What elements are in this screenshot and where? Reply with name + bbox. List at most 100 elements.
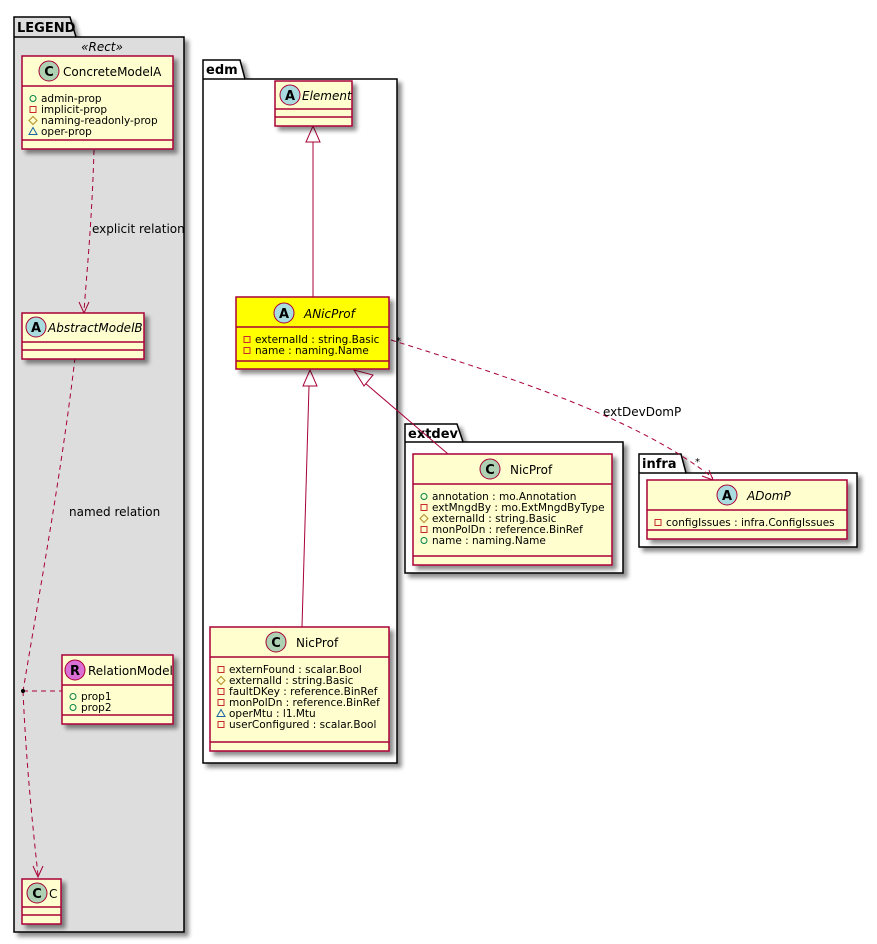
attribute-text: externalId : string.Basic: [432, 513, 557, 525]
visibility-private-icon: [420, 504, 428, 511]
class-extdev-nicprof[interactable]: C NicProf annotation : mo.AnnotationextM…: [412, 453, 613, 566]
attribute-text: operMtu : l1.Mtu: [229, 708, 316, 720]
visibility-public-icon: [420, 537, 428, 544]
attribute-text: admin-prop: [41, 93, 102, 105]
class-name: ConcreteModelA: [63, 65, 162, 79]
edge-extdevdomp-target-multiplicity: *: [695, 457, 700, 468]
attribute-row: implicit-prop: [29, 104, 107, 116]
attribute-text: implicit-prop: [41, 104, 107, 116]
class-type-letter: C: [485, 463, 495, 478]
edge-generalization-extdev-nicprof: [352, 369, 449, 455]
edge-named-relation: named relation: [22, 339, 160, 879]
edge-extdevdomp: extDevDomP * *: [390, 336, 714, 481]
class-type-letter: C: [32, 887, 42, 902]
visibility-private-icon: [243, 347, 251, 354]
class-element[interactable]: A Element: [274, 80, 353, 127]
attribute-text: extMngdBy : mo.ExtMngdByType: [432, 502, 605, 514]
class-type-letter: A: [31, 321, 41, 336]
visibility-public-icon: [69, 693, 77, 700]
class-type-letter: A: [285, 89, 295, 104]
attribute-text: oper-prop: [41, 126, 92, 138]
edge-extdevdomp-label: extDevDomP: [603, 405, 681, 419]
class-concretemodela[interactable]: C ConcreteModelA admin-propimplicit-prop…: [21, 55, 174, 150]
class-name: NicProf: [296, 636, 339, 650]
abstract-type-icon: [279, 84, 301, 106]
class-name: Element: [302, 89, 353, 103]
class-type-icon: [265, 631, 287, 653]
visibility-private-icon: [29, 106, 37, 113]
class-abstractmodelb[interactable]: A AbstractModelB: [21, 312, 145, 360]
attribute-row: externalId : string.Basic: [243, 334, 380, 346]
attribute-row: admin-prop: [29, 93, 102, 105]
class-type-letter: C: [44, 65, 54, 80]
attribute-text: prop1: [81, 691, 112, 703]
abstract-type-icon: [25, 316, 47, 338]
attribute-row: name : naming.Name: [420, 535, 546, 547]
attribute-row: prop2: [69, 702, 112, 714]
edge-generalization-anicprof-element: [305, 124, 321, 297]
attribute-text: name : naming.Name: [432, 535, 546, 547]
class-adomp[interactable]: A ADomP configIssues : infra.ConfigIssue…: [646, 479, 848, 540]
attribute-row: name : naming.Name: [243, 345, 369, 357]
class-edm-nicprof[interactable]: C NicProf externFound : scalar.Boolexter…: [209, 626, 390, 752]
attribute-text: monPolDn : reference.BinRef: [229, 697, 380, 709]
class-name: C: [49, 887, 57, 901]
attribute-text: externFound : scalar.Bool: [229, 664, 362, 676]
edge-extdevdomp-source-multiplicity: *: [396, 336, 401, 347]
attribute-row: externFound : scalar.Bool: [217, 664, 362, 676]
class-anicprof[interactable]: A ANicProf externalId : string.Basicname…: [235, 296, 390, 370]
abstract-type-icon: [273, 302, 295, 324]
edge-association-class-link: [21, 689, 62, 693]
class-name: RelationModel: [88, 664, 173, 678]
package-legend: LEGEND «Rect»: [13, 16, 185, 933]
visibility-private-icon: [217, 699, 225, 706]
attribute-row: oper-prop: [28, 126, 92, 138]
package-extdev-name: extdev: [408, 427, 459, 442]
visibility-private-icon: [217, 666, 225, 673]
visibility-private-icon: [654, 519, 662, 526]
visibility-package-icon: [28, 126, 38, 135]
package-infra-name: infra: [642, 457, 677, 472]
relation-type-icon: [64, 659, 86, 681]
visibility-public-icon: [69, 704, 77, 711]
attribute-text: name : naming.Name: [255, 345, 369, 357]
attribute-text: prop2: [81, 702, 112, 714]
class-type-letter: R: [70, 664, 80, 679]
attribute-row: extMngdBy : mo.ExtMngdByType: [420, 502, 605, 514]
attribute-row: operMtu : l1.Mtu: [216, 708, 316, 720]
visibility-protected-icon: [28, 115, 38, 126]
class-name: ADomP: [746, 489, 791, 503]
edge-named-relation-label: named relation: [69, 505, 160, 519]
edge-explicit-relation-label: explicit relation: [92, 222, 185, 236]
visibility-private-icon: [217, 721, 225, 728]
abstract-type-icon: [716, 484, 738, 506]
attribute-text: naming-readonly-prop: [41, 115, 158, 127]
attribute-row: faultDKey : reference.BinRef: [217, 686, 378, 698]
attribute-row: annotation : mo.Annotation: [420, 491, 576, 503]
package-legend-name: LEGEND: [17, 21, 76, 36]
attribute-row: naming-readonly-prop: [28, 115, 158, 127]
class-type-letter: C: [271, 636, 281, 651]
visibility-package-icon: [216, 708, 226, 717]
attribute-text: faultDKey : reference.BinRef: [229, 686, 378, 698]
class-type-icon: [26, 882, 48, 904]
class-c[interactable]: C C: [21, 878, 62, 925]
class-type-icon: [479, 458, 501, 480]
visibility-protected-icon: [419, 513, 429, 524]
attribute-row: userConfigured : scalar.Bool: [217, 719, 376, 731]
visibility-public-icon: [29, 95, 37, 102]
class-name: AbstractModelB: [47, 321, 143, 335]
attribute-row: configIssues : infra.ConfigIssues: [654, 517, 835, 529]
attribute-text: userConfigured : scalar.Bool: [229, 719, 376, 731]
attribute-text: externalId : string.Basic: [255, 334, 380, 346]
attribute-row: externalId : string.Basic: [419, 513, 557, 525]
attribute-row: prop1: [69, 691, 112, 703]
visibility-private-icon: [243, 336, 251, 343]
attribute-text: monPolDn : reference.BinRef: [432, 524, 583, 536]
visibility-private-icon: [217, 688, 225, 695]
package-legend-stereotype: «Rect»: [81, 40, 123, 54]
class-type-letter: A: [279, 307, 289, 322]
class-type-letter: A: [722, 489, 732, 504]
